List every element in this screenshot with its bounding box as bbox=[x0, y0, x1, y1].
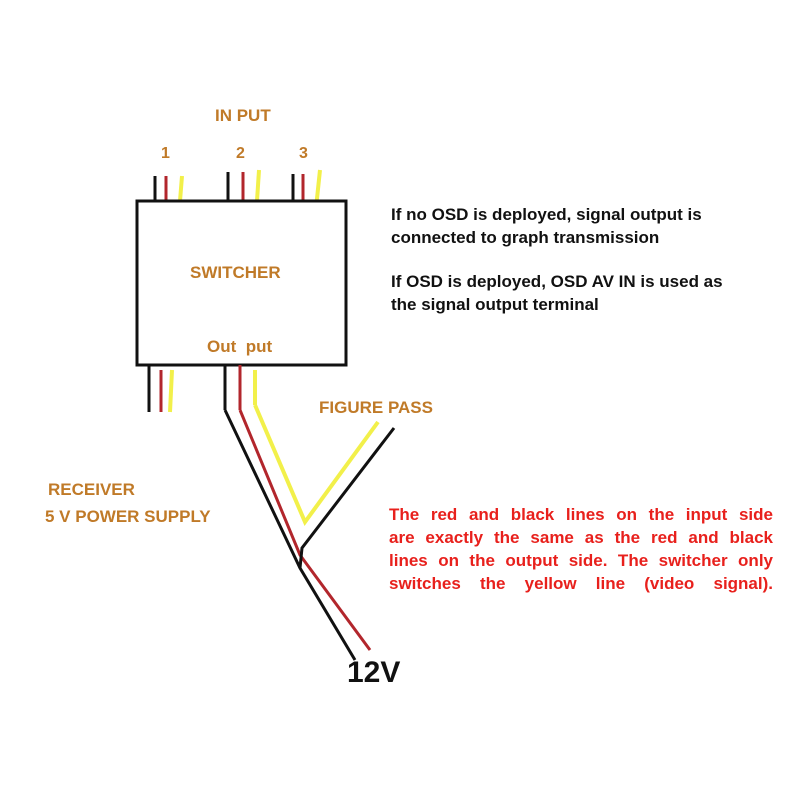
output-red-run bbox=[238, 409, 372, 651]
switcher-box bbox=[135, 199, 348, 367]
figure-pass-label: FIGURE PASS bbox=[319, 398, 433, 417]
osd-note-line-2: the signal output terminal bbox=[391, 295, 599, 314]
red-note-line-4: switches the yellow line (video signal). bbox=[389, 574, 773, 593]
input-number-2: 2 bbox=[236, 145, 245, 162]
output-label: Out put bbox=[207, 337, 272, 356]
no-osd-note-line-1: If no OSD is deployed, signal output is bbox=[391, 205, 702, 224]
output-black-run bbox=[223, 409, 357, 661]
red-note-line-3: lines on the output side. The switcher o… bbox=[389, 551, 773, 570]
osd-note: If OSD is deployed, OSD AV IN is used as… bbox=[391, 270, 723, 316]
no-osd-note: If no OSD is deployed, signal output is … bbox=[391, 203, 702, 249]
receiver-yellow-wire bbox=[168, 369, 174, 413]
input-2-yellow-wire bbox=[255, 169, 261, 202]
voltage-label: 12V bbox=[347, 656, 401, 689]
receiver-label: RECEIVER bbox=[48, 480, 135, 499]
red-note-line-2: are exactly the same as the red and blac… bbox=[389, 528, 773, 547]
output-wires bbox=[223, 365, 396, 661]
input-title: IN PUT bbox=[215, 106, 271, 125]
input-number-1: 1 bbox=[161, 145, 170, 162]
red-black-lines-note: The red and black lines on the input sid… bbox=[389, 503, 773, 595]
switcher-label: SWITCHER bbox=[190, 263, 281, 282]
receiver-wires bbox=[147, 365, 174, 413]
output-yellow-run bbox=[253, 404, 380, 527]
power-supply-label: 5 V POWER SUPPLY bbox=[45, 507, 211, 526]
red-note-line-1: The red and black lines on the input sid… bbox=[389, 505, 773, 524]
osd-note-line-1: If OSD is deployed, OSD AV IN is used as bbox=[391, 272, 723, 291]
input-number-3: 3 bbox=[299, 145, 308, 162]
figure-pass-black-branch bbox=[298, 427, 396, 569]
no-osd-note-line-2: connected to graph transmission bbox=[391, 228, 660, 247]
input-1-yellow-wire bbox=[178, 175, 184, 202]
